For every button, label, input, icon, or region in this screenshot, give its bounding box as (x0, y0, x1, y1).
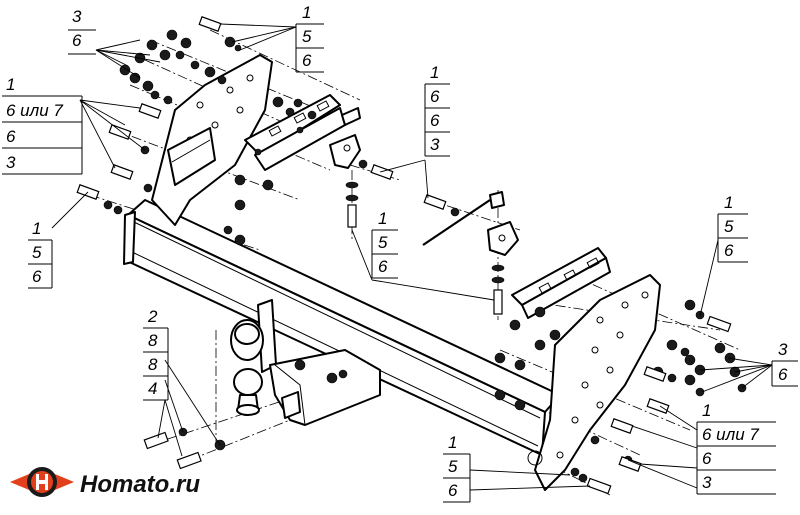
center-hardware (345, 159, 505, 315)
callout-label: 6 (32, 267, 42, 286)
callout-label: 5 (32, 243, 42, 262)
callout-label: 8 (148, 331, 158, 350)
brand-name: Homato.ru (80, 471, 200, 498)
callout-label: 6 или 7 (6, 101, 63, 120)
callout-right-upper: 1 5 6 (717, 193, 748, 263)
callout-label: 6 (702, 449, 712, 468)
main-crossbar (123, 199, 561, 456)
callout-label: 6 (302, 51, 312, 70)
callout-label: 1 (724, 193, 733, 212)
callout-label: 3 (72, 7, 82, 26)
bolt-icon (586, 315, 732, 495)
left-mounting-plate (151, 54, 273, 226)
callout-right-lower: 1 6 или 7 6 3 (696, 401, 776, 495)
callout-center-lower: 1 5 6 (371, 209, 398, 279)
callout-label: 3 (6, 153, 16, 172)
center-upper-l-bracket (329, 107, 361, 169)
winged-h-logo-icon (10, 467, 74, 497)
callout-label: 6 (448, 481, 458, 500)
right-mounting-plate (527, 274, 661, 491)
callout-label: 3 (702, 473, 712, 492)
callout-bottom-left: 2 8 8 4 (143, 307, 169, 401)
callout-label: 2 (147, 307, 158, 326)
callout-label: 1 (302, 3, 311, 22)
callout-right-middle: 3 6 (771, 340, 798, 387)
callout-bottom-center: 1 5 6 (443, 433, 471, 503)
homato-logo: Homato.ru (10, 467, 200, 498)
callout-label: 8 (148, 355, 158, 374)
callout-left-middle: 1 6 или 7 6 3 (2, 75, 83, 175)
callout-label: 5 (724, 217, 734, 236)
hardware-fasteners (76, 16, 747, 495)
callout-label: 1 (378, 209, 387, 228)
callout-label: 3 (778, 340, 788, 359)
callout-label: 1 (6, 75, 15, 94)
callout-label: 6 (724, 241, 734, 260)
callout-top-left: 3 6 (68, 7, 96, 55)
callout-label: 5 (378, 233, 388, 252)
callout-center-upper: 1 6 6 3 (424, 63, 450, 157)
callout-label: 5 (302, 27, 312, 46)
callout-label: 6 (378, 257, 388, 276)
wiring-rod (422, 199, 491, 246)
callout-label: 1 (448, 433, 457, 452)
tow-ball-assembly (230, 299, 381, 426)
callout-label: 6 (778, 365, 788, 384)
callout-label: 1 (32, 219, 41, 238)
callout-label: 6 (6, 127, 16, 146)
callout-label: 6 (430, 111, 440, 130)
callout-left-lower: 1 5 6 (28, 219, 53, 289)
callout-label: 4 (148, 379, 157, 398)
callout-label: 5 (448, 457, 458, 476)
callout-top-center: 1 5 6 (295, 3, 324, 73)
hex-nut-icon (119, 29, 317, 246)
callout-label: 1 (430, 63, 439, 82)
callout-label: 6 (430, 87, 440, 106)
callout-label: 1 (702, 401, 711, 420)
callout-label: 3 (430, 135, 440, 154)
center-lower-l-bracket (487, 191, 519, 256)
callout-label: 6 или 7 (702, 425, 759, 444)
callout-label: 6 (72, 31, 82, 50)
right-upper-bracket (511, 247, 611, 319)
leader-lines (51, 23, 773, 491)
